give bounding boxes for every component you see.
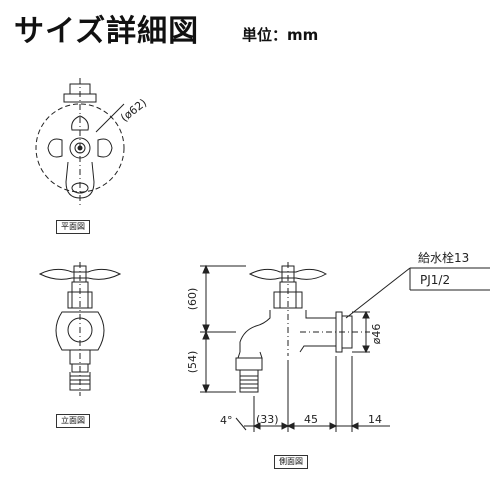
unit-label: 単位：mm [242,26,319,44]
dim-width-c: 14 [368,413,382,426]
side-spout-nut [235,357,263,371]
dim-flange-diameter: ø46 [370,324,383,345]
plan-arm-left [47,138,63,158]
side-spout-upper [239,310,271,352]
plan-outline-circle [35,103,125,193]
dim-height-lower: (54) [186,351,199,374]
plan-arm-right [97,138,113,158]
dim-width-b: 45 [304,413,318,426]
elevation-handle [38,268,122,280]
callout: 給水栓13 PJ1/2 [345,250,490,319]
flange-dimension: ø46 [352,310,383,354]
callout-line1: 給水栓13 [418,250,469,265]
plan-view: (ø62) [35,78,149,208]
horizontal-dimensions: 4° (33) 45 14 [220,356,390,432]
side-view [235,262,370,393]
side-body [299,310,337,353]
page-title: サイズ詳細図 [14,14,200,49]
dim-width-a: (33) [256,413,279,426]
side-handle [248,268,328,280]
plan-diameter-text: (ø62) [118,96,149,124]
elevation-body [55,311,105,351]
dim-height-upper: (60) [186,288,199,311]
plan-view-label: 平面図 [56,220,90,234]
plan-arm-top [71,115,89,131]
callout-line2: PJ1/2 [420,273,450,287]
elevation-view-label: 立面図 [56,414,90,428]
side-view-label: 側面図 [274,455,308,469]
side-outlet [239,370,259,393]
elevation-outlet [69,372,91,391]
dim-angle: 4° [220,414,233,427]
vertical-dimensions: (60) (54) [186,264,246,394]
elevation-view [38,262,122,396]
